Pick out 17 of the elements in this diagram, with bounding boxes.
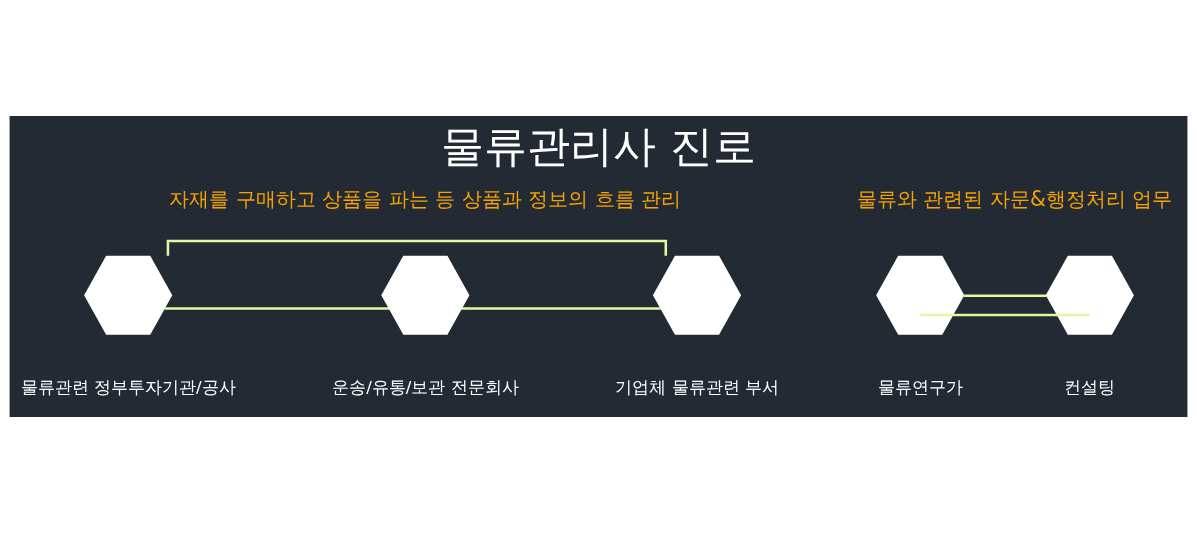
connector [461, 307, 661, 310]
node-hexagon [381, 255, 470, 335]
node-hexagon [876, 255, 965, 335]
node-label: 운송/유통/보관 전문회사 [332, 378, 519, 398]
connector [963, 294, 1047, 298]
label: 자재를 구매하고 상품을 파는 등 상품과 정보의 흐름 관리 [169, 187, 682, 212]
label: 물류와 관련된 자문&행정처리 업무 [856, 187, 1173, 212]
node-hexagon [1045, 255, 1134, 335]
node-hexagon [652, 255, 742, 335]
node-label: 기업체 물류관련 부서 [615, 378, 779, 398]
node-hexagon [84, 255, 173, 335]
connector [164, 307, 390, 310]
node-label: 물류관련 정부투자기관/공사 [20, 378, 236, 398]
node-label: 물류연구가 [877, 378, 963, 398]
connector [920, 313, 1090, 317]
node-label: 컨설팅 [1064, 378, 1116, 398]
diagram-title: 물류관리사 진로 [441, 120, 756, 171]
